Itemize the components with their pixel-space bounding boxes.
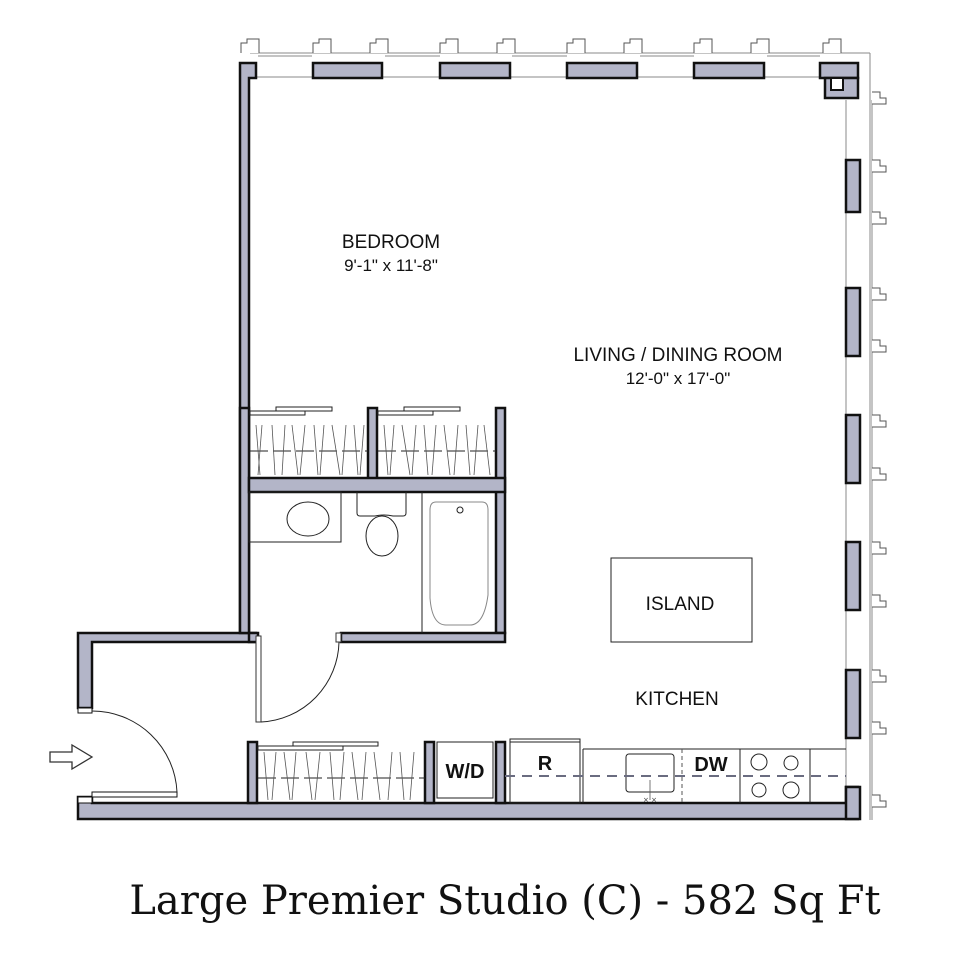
sink-icon	[286, 501, 330, 537]
entry-arrow-icon	[49, 743, 94, 771]
wall-entry-top	[76, 631, 258, 710]
kitchen-label: KITCHEN	[635, 689, 718, 710]
bathroom-vanity	[248, 491, 342, 543]
toilet-icon	[356, 492, 407, 557]
island-label: ISLAND	[646, 594, 715, 615]
wall-pier	[844, 413, 862, 485]
wall-pier	[844, 286, 862, 358]
wall-pier	[565, 61, 639, 80]
living-room-dimensions: 12'-0" x 17'-0"	[626, 369, 731, 388]
bathtub-icon	[421, 492, 489, 633]
wall-pier	[844, 540, 862, 612]
wall-bath-left	[238, 406, 251, 635]
wall-pier	[438, 61, 512, 80]
washer-dryer: W/D	[436, 741, 494, 799]
entry-door[interactable]	[77, 707, 178, 804]
closet-bedroom-left[interactable]	[249, 406, 368, 476]
wall-pier	[311, 61, 384, 80]
living-room-label: LIVING / DINING ROOM	[573, 345, 782, 366]
wall-closet-bath	[247, 476, 507, 494]
corner-column	[818, 61, 860, 80]
bedroom-label: BEDROOM	[342, 232, 440, 253]
bedroom-dimensions: 9'-1" x 11'-8"	[344, 256, 438, 275]
wall-wd-left	[423, 740, 436, 805]
wall-bath-right	[494, 406, 507, 635]
wall-closet-divider	[366, 406, 379, 488]
kitchen-counter: R × × DW	[505, 738, 846, 804]
wall-pier	[844, 158, 862, 214]
dishwasher-label: DW	[694, 754, 727, 776]
svg-text:× ×: × ×	[643, 796, 657, 804]
refrigerator	[509, 738, 581, 804]
plan-title: Large Premier Studio (C) - 582 Sq Ft	[129, 878, 881, 924]
wall-entry-closet	[246, 740, 259, 805]
top-window-band	[240, 38, 871, 100]
closet-entry[interactable]	[257, 741, 425, 801]
bathroom-door[interactable]	[255, 632, 342, 723]
wall-wd-right	[494, 740, 507, 805]
washer-dryer-label: W/D	[446, 761, 485, 783]
wall-pier	[844, 668, 862, 740]
refrigerator-label: R	[538, 753, 553, 775]
kitchen-island: ISLAND	[610, 557, 753, 643]
cooktop-icon	[750, 753, 800, 799]
wall-pier	[692, 61, 766, 80]
wall-bottom	[76, 785, 860, 821]
wall-bath-bottom	[339, 631, 507, 644]
right-window-band	[844, 91, 887, 820]
closet-bedroom-right[interactable]	[377, 406, 496, 476]
